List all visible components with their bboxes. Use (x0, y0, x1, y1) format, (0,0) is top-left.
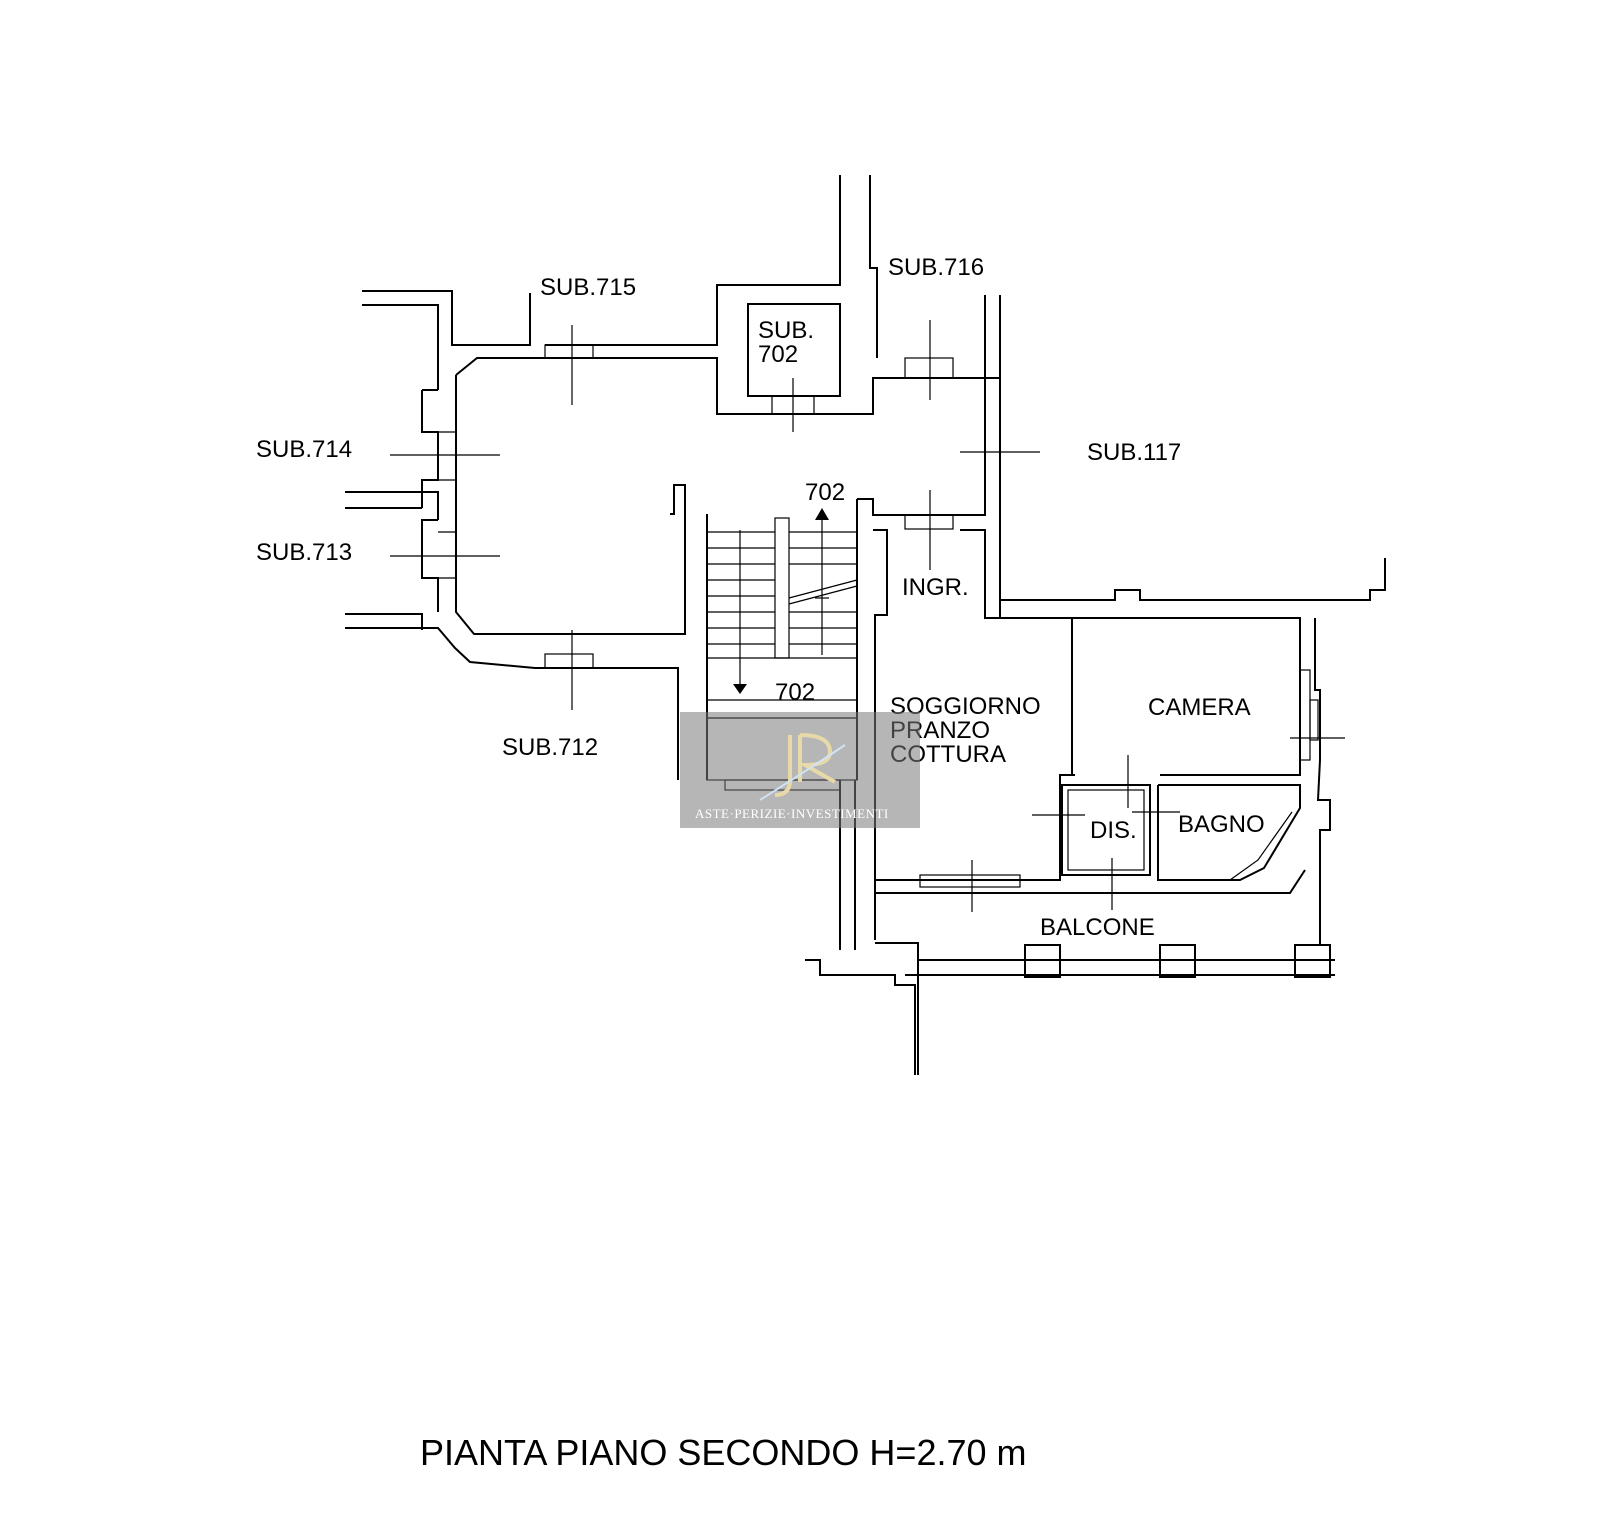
label-sub117: SUB.117 (1087, 439, 1181, 466)
label-sub702-line2: 702 (758, 341, 798, 368)
arrow-up-icon (815, 508, 829, 520)
label-sub702-line1: SUB. (758, 317, 814, 344)
label-sub714: SUB.714 (256, 436, 352, 463)
label-sub715: SUB.715 (540, 274, 636, 301)
watermark-tagline: ASTE·PERIZIE·INVESTIMENTI (695, 806, 889, 821)
watermark: ASTE·PERIZIE·INVESTIMENTI (680, 712, 920, 828)
corridor-walls (345, 175, 986, 780)
label-sub716: SUB.716 (888, 254, 984, 281)
label-balcone: BALCONE (1040, 914, 1155, 941)
label-disimpegno: DIS. (1090, 817, 1137, 844)
apartment-walls (805, 283, 1386, 1075)
room-labels: SUB.715 SUB.716 SUB. 702 SUB.714 SUB.713… (256, 254, 1265, 941)
plan-title: PIANTA PIANO SECONDO H=2.70 m (420, 1432, 1027, 1473)
crosshair-markers (390, 320, 1345, 912)
label-sub712: SUB.712 (502, 734, 598, 761)
label-sub713: SUB.713 (256, 539, 352, 566)
label-bagno: BAGNO (1178, 811, 1265, 838)
watermark-logo (759, 733, 846, 801)
arrow-down-icon (733, 684, 747, 694)
label-ingresso: INGR. (902, 574, 969, 601)
label-stair-up: 702 (805, 479, 845, 506)
label-camera: CAMERA (1148, 694, 1251, 721)
label-stair-down: 702 (775, 679, 815, 706)
